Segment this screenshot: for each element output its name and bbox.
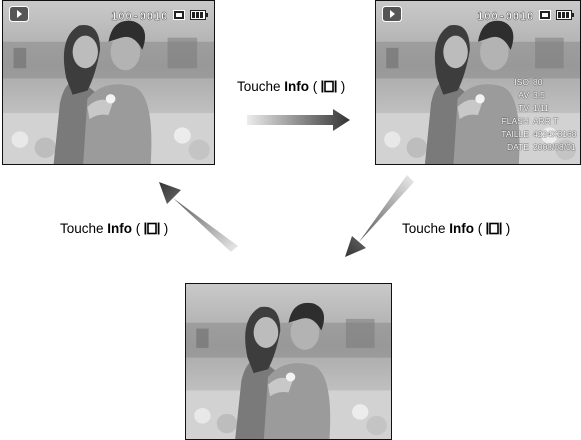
screen-top-left: 100-0010 [2,0,215,165]
arrow-right [247,109,350,131]
label-info-button-right: Touche Info ( ) [402,221,511,236]
battery-icon [190,7,208,25]
arrow-down-left [345,175,414,257]
battery-icon [556,7,574,25]
label-info-button-top: Touche Info ( ) [237,79,346,94]
memory-card-icon [539,7,551,25]
arrow-up-left [159,182,238,252]
file-counter: 100-0010 [477,9,534,23]
disp-button-icon [486,221,502,236]
disp-button-icon [321,79,337,94]
file-counter: 100-0010 [111,9,168,23]
memory-card-icon [173,7,185,25]
play-mode-icon [9,6,29,27]
disp-button-icon [144,221,160,236]
play-mode-icon [382,6,402,27]
label-info-button-left: Touche Info ( ) [60,221,169,236]
